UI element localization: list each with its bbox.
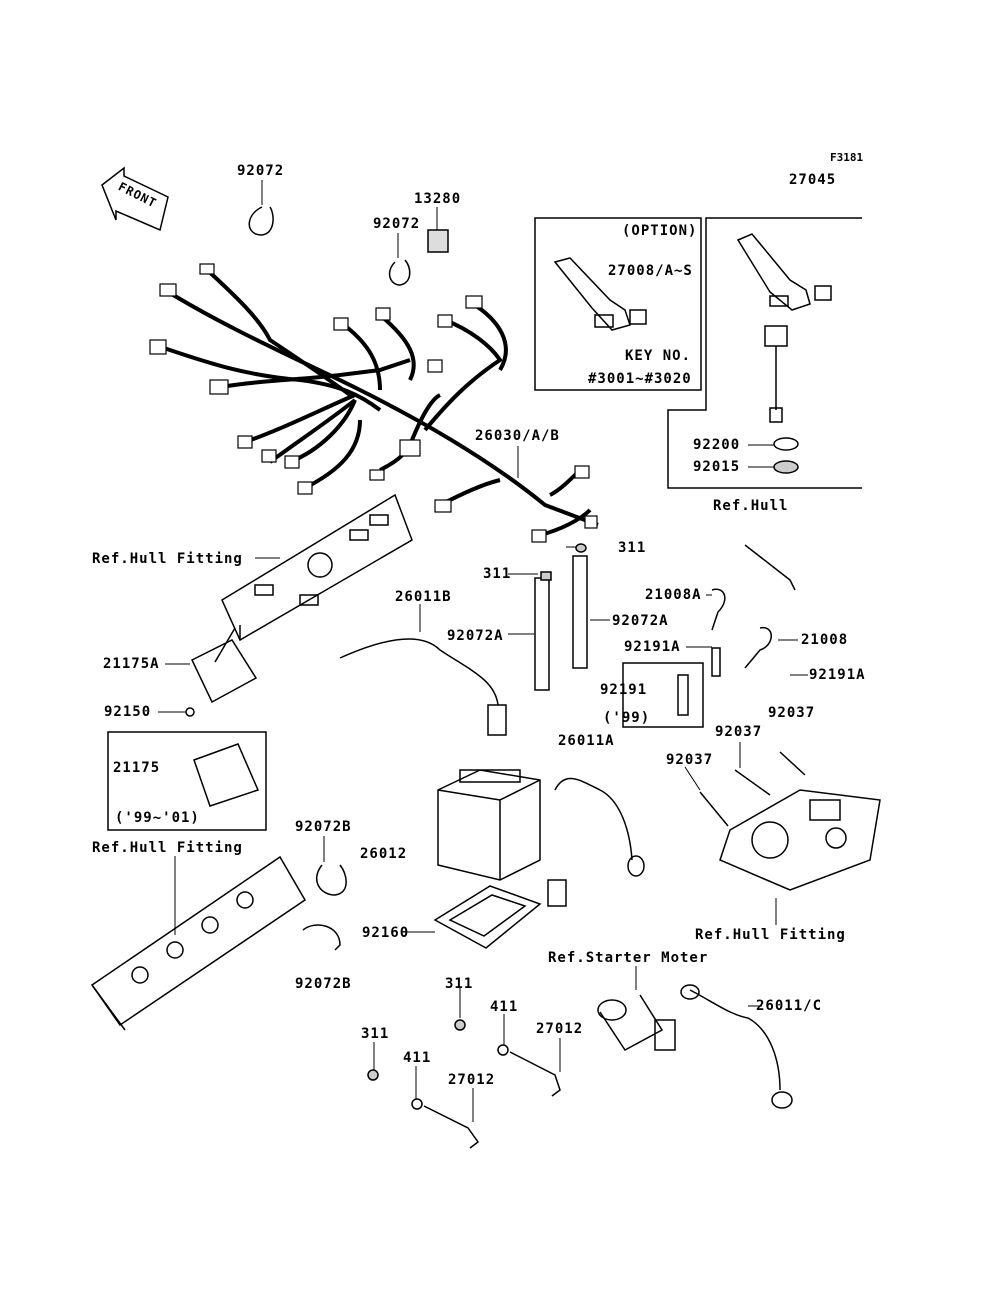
part-99-01: ('99~'01) xyxy=(115,810,200,826)
cable-terminal-2 xyxy=(547,879,567,907)
part-92037-b: 92037 xyxy=(715,724,763,740)
strap-92072a-left xyxy=(534,577,550,691)
ref-hull-top: Ref.Hull xyxy=(713,498,789,514)
part-13280: 13280 xyxy=(414,191,462,207)
ring-terminal-2 xyxy=(771,1091,793,1109)
option-key-label: KEY NO. xyxy=(625,348,692,364)
ref-hull-fitting-1: Ref.Hull Fitting xyxy=(92,551,243,567)
part-92072b-b: 92072B xyxy=(295,976,352,992)
cdi-unit-99 xyxy=(193,743,260,807)
part-92072-top: 92072 xyxy=(237,163,285,179)
part-92160: 92160 xyxy=(362,925,410,941)
part-92191a-b: 92191A xyxy=(809,667,866,683)
part-92200: 92200 xyxy=(693,437,741,453)
washer-411-a xyxy=(497,1044,509,1056)
pin-92191a xyxy=(711,647,721,677)
part-99: ('99) xyxy=(603,710,651,726)
part-26012: 26012 xyxy=(360,846,408,862)
key-switch xyxy=(736,233,832,474)
part-311-d: 311 xyxy=(361,1026,390,1042)
ref-starter: Ref.Starter Moter xyxy=(548,950,709,966)
part-27045: 27045 xyxy=(789,172,837,188)
part-311-a: 311 xyxy=(618,540,647,556)
ref-hull-fitting-2: Ref.Hull Fitting xyxy=(92,840,243,856)
harness-connectors xyxy=(149,263,598,543)
option-title: (OPTION) xyxy=(622,223,698,239)
clip-92072b-a xyxy=(316,864,347,896)
nut-311-d xyxy=(367,1069,379,1081)
battery-tray xyxy=(433,885,542,949)
option-box-frame xyxy=(534,217,702,391)
part-311-b: 311 xyxy=(483,566,512,582)
cable-26011c xyxy=(689,989,781,1091)
leader-lines xyxy=(158,180,808,1122)
part-21175a: 21175A xyxy=(103,656,160,672)
hull-fitting-plate-right xyxy=(699,751,881,891)
part-92072-mid: 92072 xyxy=(373,216,421,232)
part-411-a: 411 xyxy=(490,999,519,1015)
nut-311-c xyxy=(454,1019,466,1031)
ref-hull-fitting-3: Ref.Hull Fitting xyxy=(695,927,846,943)
part-92037-c: 92037 xyxy=(666,752,714,768)
clip-92072-top xyxy=(248,206,274,236)
battery xyxy=(437,769,541,881)
key-switch-option xyxy=(553,257,647,331)
cable-terminal xyxy=(487,704,507,736)
part-21008: 21008 xyxy=(801,632,849,648)
spark-plug-box-frame xyxy=(622,662,704,728)
part-92015: 92015 xyxy=(693,459,741,475)
part-21008a: 21008A xyxy=(645,587,702,603)
cdi-box-frame xyxy=(107,731,267,831)
spring-92191 xyxy=(677,674,689,716)
part-26030: 26030/A/B xyxy=(475,428,560,444)
label-13280 xyxy=(427,229,449,253)
option-part: 27008/A~S xyxy=(608,263,693,279)
part-92191a-a: 92191A xyxy=(624,639,681,655)
washer-411-b xyxy=(411,1098,423,1110)
part-27012-a: 27012 xyxy=(536,1021,584,1037)
clip-92072-mid xyxy=(388,259,411,286)
part-27012-b: 27012 xyxy=(448,1072,496,1088)
part-92037-a: 92037 xyxy=(768,705,816,721)
clamp-27012-a xyxy=(509,1051,561,1097)
front-arrow-icon xyxy=(101,166,169,232)
nut-311 xyxy=(540,571,552,581)
part-311-c: 311 xyxy=(445,976,474,992)
strap-92072a-right xyxy=(572,555,588,669)
diagram-id: F3181 xyxy=(830,151,864,164)
starter-solenoid xyxy=(597,994,676,1051)
cable-26011b xyxy=(339,638,499,706)
cable-terminal-3 xyxy=(680,984,700,1000)
part-26011c: 26011/C xyxy=(756,998,823,1014)
hull-fitting-plate-2 xyxy=(90,855,307,1031)
part-92072b-a: 92072B xyxy=(295,819,352,835)
nut-311 xyxy=(575,543,587,553)
ignition-box-frame xyxy=(667,217,862,489)
clamp-27012-b xyxy=(423,1105,480,1149)
part-92150: 92150 xyxy=(104,704,152,720)
option-key-range: #3001~#3020 xyxy=(588,371,692,387)
cable-26011a xyxy=(554,777,633,861)
bracket-21008a xyxy=(711,588,726,631)
ring-terminal xyxy=(627,855,645,877)
part-92191: 92191 xyxy=(600,682,648,698)
hull-fitting-plate-1 xyxy=(221,493,413,642)
part-21175: 21175 xyxy=(113,760,161,776)
part-26011b: 26011B xyxy=(395,589,452,605)
clip-92072b-b xyxy=(302,924,341,951)
part-92072a-left: 92072A xyxy=(447,628,504,644)
part-26011a: 26011A xyxy=(558,733,615,749)
bracket-21008 xyxy=(744,627,772,669)
wiring-harness xyxy=(154,266,599,537)
part-411-b: 411 xyxy=(403,1050,432,1066)
cdi-unit xyxy=(185,627,258,717)
part-92072a-right: 92072A xyxy=(612,613,669,629)
bracket-ref-hull xyxy=(744,544,796,591)
